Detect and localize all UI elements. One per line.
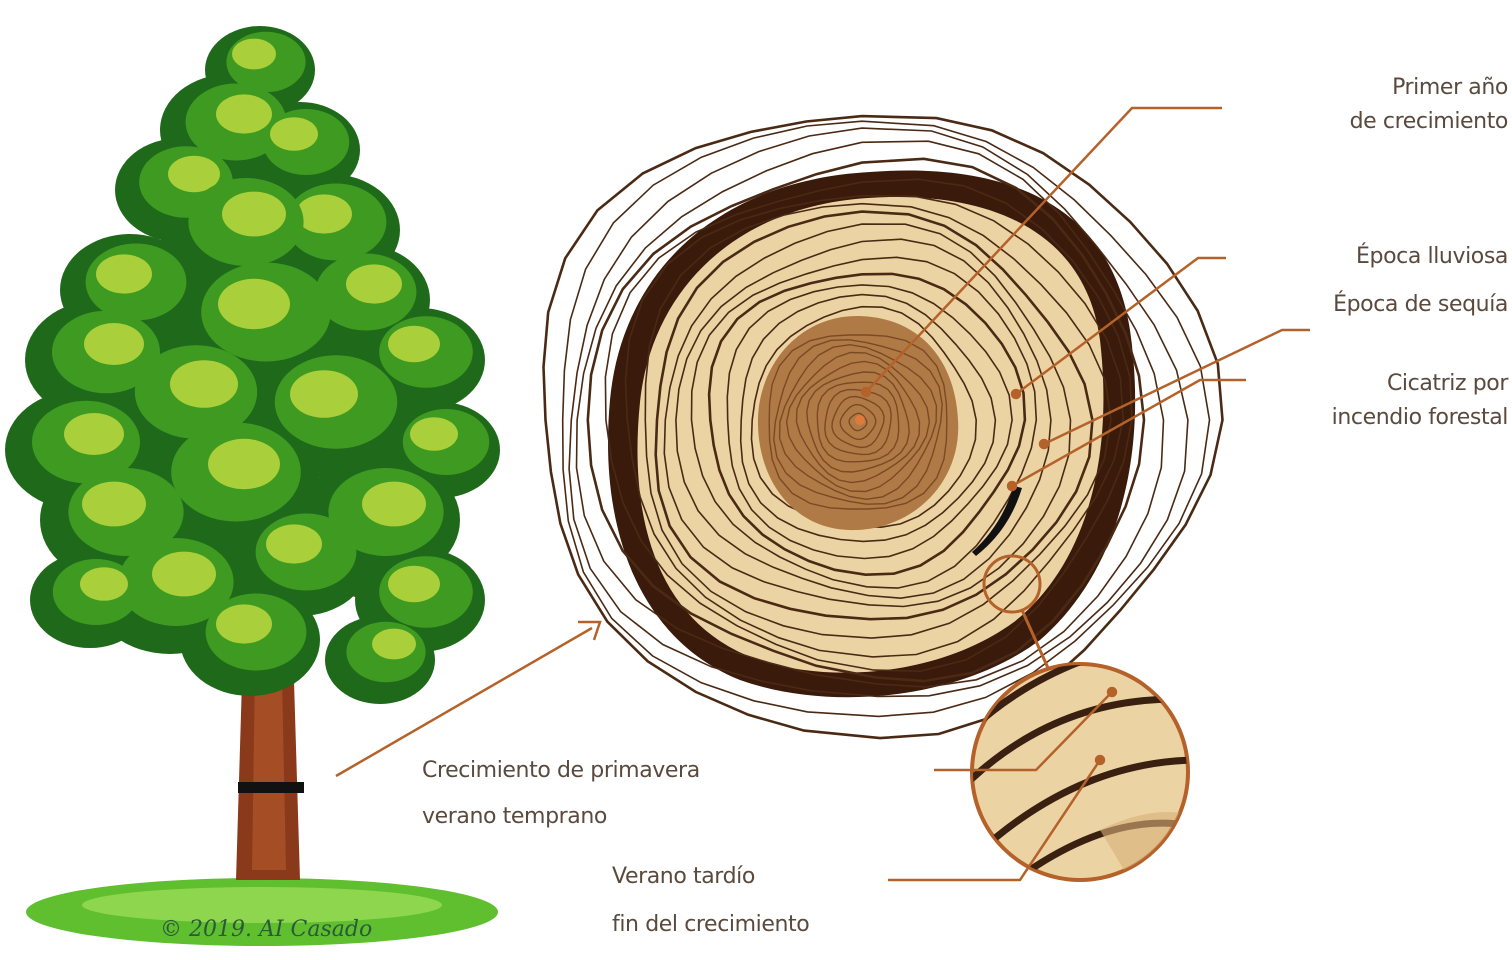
foliage-highlight (80, 567, 128, 601)
tree-foliage (5, 26, 500, 704)
foliage-highlight (388, 326, 440, 362)
foliage-highlight (296, 194, 352, 233)
zoom-detail (960, 640, 1220, 920)
label-rainy: Época lluviosa (1356, 240, 1508, 274)
foliage-highlight (216, 604, 272, 643)
foliage-highlight (84, 323, 144, 365)
foliage-highlight (372, 629, 416, 660)
label-fire-scar: Cicatriz por incendio forestal (1332, 367, 1508, 435)
label-rainy-text: Época lluviosa (1356, 240, 1508, 274)
foliage-highlight (64, 413, 124, 455)
label-late-summer: Verano tardío fin del crecimiento (612, 853, 809, 949)
label-fire-scar-line2: incendio forestal (1332, 401, 1508, 435)
foliage-highlight (266, 524, 322, 563)
foliage-highlight (96, 254, 152, 293)
foliage-highlight (290, 370, 358, 418)
label-first-year-line2: de crecimiento (1350, 105, 1508, 139)
label-first-year-line1: Primer año (1350, 71, 1508, 105)
foliage-highlight (208, 439, 280, 489)
foliage-highlight (270, 117, 318, 151)
foliage-highlight (346, 264, 402, 303)
label-spring-line2: verano temprano (422, 794, 700, 840)
label-late-summer-line1: Verano tardío (612, 853, 809, 901)
trunk-cross-section (544, 116, 1223, 738)
label-fire-scar-line1: Cicatriz por (1332, 367, 1508, 401)
foliage-highlight (152, 552, 216, 597)
foliage-highlight (410, 417, 458, 451)
foliage-highlight (232, 39, 276, 70)
foliage-highlight (216, 94, 272, 133)
foliage-highlight (218, 279, 290, 329)
label-drought-text: Época de sequía (1333, 288, 1508, 322)
foliage-highlight (362, 482, 426, 527)
foliage-highlight (388, 566, 440, 602)
label-spring-growth: Crecimiento de primavera verano temprano (422, 748, 700, 840)
artist-signature: © 2019. AI Casado (160, 917, 372, 942)
label-drought: Época de sequía (1333, 288, 1508, 322)
label-first-year: Primer año de crecimiento (1350, 71, 1508, 139)
trunk-band (238, 782, 304, 793)
foliage-highlight (82, 482, 146, 527)
pith (855, 415, 865, 425)
foliage-highlight (170, 360, 238, 408)
label-late-summer-line2: fin del crecimiento (612, 901, 809, 949)
foliage-highlight (222, 192, 286, 237)
label-spring-line1: Crecimiento de primavera (422, 748, 700, 794)
